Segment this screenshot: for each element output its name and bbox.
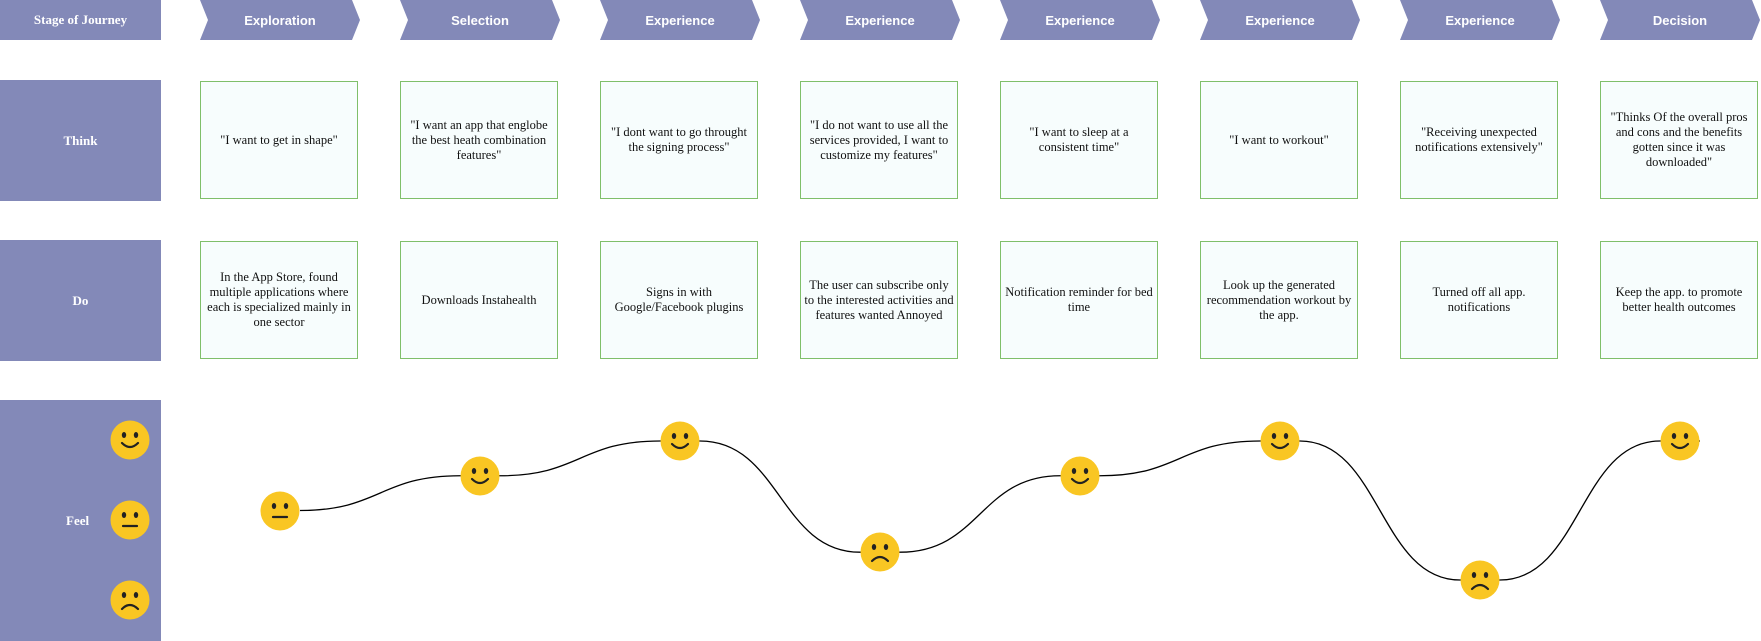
stage-6: Experience: [1200, 0, 1360, 40]
stage-5-happy-face-icon: [1060, 456, 1100, 496]
stage-label: Experience: [845, 12, 915, 28]
stage-of-journey-header: Stage of Journey: [0, 0, 161, 40]
think-box: "I want to workout": [1200, 81, 1358, 199]
think-box-text: "I dont want to go throught the signing …: [611, 125, 747, 154]
do-box: In the App Store, found multiple applica…: [200, 241, 358, 359]
do-box: The user can subscribe only to the inter…: [800, 241, 958, 359]
stage-2-happy-face-icon: [460, 456, 500, 496]
do-box-text: Downloads Instahealth: [421, 292, 537, 307]
think-box-text: "I want an app that englobe the best hea…: [410, 117, 548, 162]
think-box-text: "I want to get in shape": [220, 132, 338, 147]
think-box-text: "I want to sleep at a consistent time": [1029, 125, 1129, 154]
do-box: Signs in with Google/Facebook plugins: [600, 241, 758, 359]
think-box: "Receiving unexpected notifications exte…: [1400, 81, 1558, 199]
think-box: "I want to get in shape": [200, 81, 358, 199]
stage-label: Experience: [1245, 12, 1315, 28]
stage-label: Exploration: [244, 12, 316, 28]
scale-sad-face-icon: [110, 580, 150, 620]
think-box: "I want to sleep at a consistent time": [1000, 81, 1158, 199]
do-box-text: In the App Store, found multiple applica…: [207, 270, 351, 329]
scale-neutral-face-icon: [110, 500, 150, 540]
stage-label: Decision: [1652, 12, 1708, 28]
stage-label: Experience: [645, 12, 715, 28]
think-row-label: Think: [63, 132, 98, 148]
stage-of-journey-label: Stage of Journey: [33, 12, 128, 27]
think-box-text: "I want to workout": [1229, 132, 1329, 147]
do-row-label: Do: [72, 292, 89, 308]
scale-happy-face-icon: [110, 420, 150, 460]
do-box-text: Look up the generated recommendation wor…: [1206, 277, 1352, 322]
think-box: "I want an app that englobe the best hea…: [400, 81, 558, 199]
stage-1-neutral-face-icon: [260, 491, 300, 531]
do-box: Downloads Instahealth: [400, 241, 558, 359]
stage-6-happy-face-icon: [1260, 421, 1300, 461]
stage-3-happy-face-icon: [660, 421, 700, 461]
feel-row-label: Feel: [66, 512, 90, 528]
do-box: Look up the generated recommendation wor…: [1200, 241, 1358, 359]
do-row-header: Do: [0, 240, 161, 361]
stage-4-sad-face-icon: [860, 532, 900, 572]
stage-8: Decision: [1600, 0, 1760, 40]
think-row-header: Think: [0, 80, 161, 201]
do-box: Keep the app. to promote better health o…: [1600, 241, 1758, 359]
stage-8-happy-face-icon: [1660, 421, 1700, 461]
think-box-text: "Thinks Of the overall pros and cons and…: [1610, 110, 1748, 169]
stage-7: Experience: [1400, 0, 1560, 40]
do-box-text: Turned off all app. notifications: [1432, 285, 1526, 314]
do-box: Turned off all app. notifications: [1400, 241, 1558, 359]
stage-label: Experience: [1045, 12, 1115, 28]
think-box: "Thinks Of the overall pros and cons and…: [1600, 81, 1758, 199]
stage-label: Experience: [1445, 12, 1515, 28]
stage-label: Selection: [451, 12, 509, 28]
stage-3: Experience: [600, 0, 760, 40]
stage-4: Experience: [800, 0, 960, 40]
think-box: "I dont want to go throught the signing …: [600, 81, 758, 199]
do-box-text: Keep the app. to promote better health o…: [1615, 285, 1743, 314]
think-box-text: "I do not want to use all the services p…: [809, 117, 949, 162]
emotion-curve-line: [299, 440, 1700, 581]
think-box-text: "Receiving unexpected notifications exte…: [1415, 125, 1543, 154]
think-box: "I do not want to use all the services p…: [800, 81, 958, 199]
stage-2: Selection: [400, 0, 560, 40]
stage-5: Experience: [1000, 0, 1160, 40]
do-box-text: Signs in with Google/Facebook plugins: [614, 285, 744, 314]
do-box-text: Notification reminder for bed time: [1005, 285, 1153, 314]
stage-1: Exploration: [200, 0, 360, 40]
do-box: Notification reminder for bed time: [1000, 241, 1158, 359]
stage-7-sad-face-icon: [1460, 560, 1500, 600]
do-box-text: The user can subscribe only to the inter…: [804, 277, 954, 322]
